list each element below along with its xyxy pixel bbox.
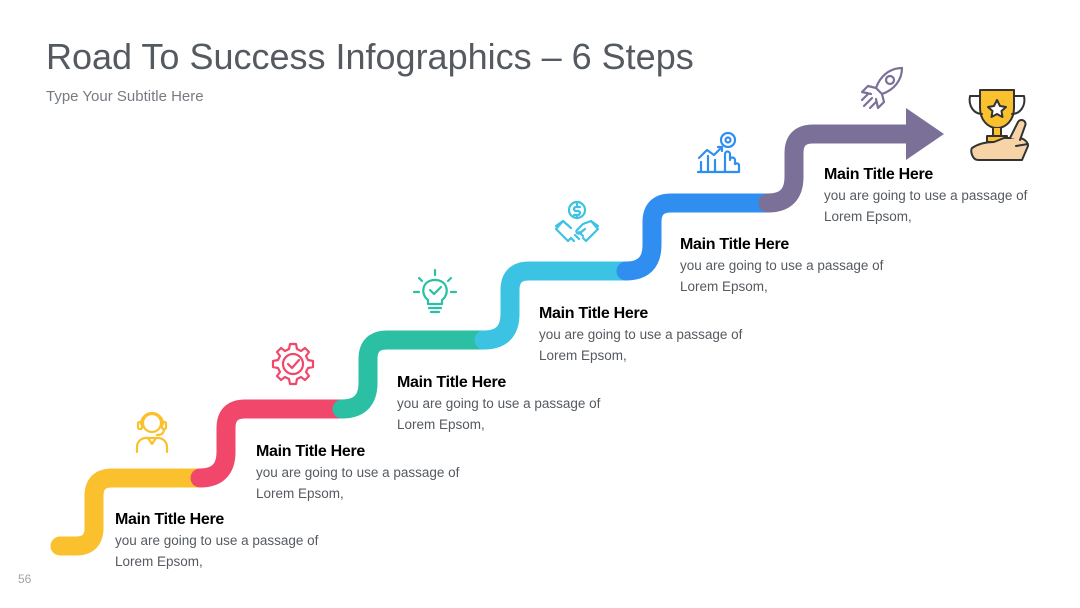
stair-segment-3 xyxy=(332,330,494,419)
step-4: Main Title Here you are going to use a p… xyxy=(539,304,779,366)
stair-segment-1 xyxy=(50,468,210,556)
stair-segment-6 xyxy=(758,124,922,213)
step-5-desc-line2: Lorem Epsom, xyxy=(680,279,768,294)
page-subtitle: Type Your Subtitle Here xyxy=(46,88,204,105)
step-4-desc-line2: Lorem Epsom, xyxy=(539,348,627,363)
lightbulb-check-icon xyxy=(411,268,459,316)
page-title: Road To Success Infographics – 6 Steps xyxy=(46,36,694,77)
step-2: Main Title Here you are going to use a p… xyxy=(256,442,496,504)
step-3-desc-line2: Lorem Epsom, xyxy=(397,417,485,432)
rocket-icon xyxy=(858,64,906,112)
step-2-desc-line2: Lorem Epsom, xyxy=(256,486,344,501)
step-3: Main Title Here you are going to use a p… xyxy=(397,373,637,435)
support-agent-icon xyxy=(128,406,176,454)
step-3-title: Main Title Here xyxy=(397,374,507,391)
step-6-desc-line1: you are going to use a passage of xyxy=(824,188,1028,203)
step-1-desc-line1: you are going to use a passage of xyxy=(115,533,319,548)
step-4-desc-line1: you are going to use a passage of xyxy=(539,327,743,342)
step-1-desc-line2: Lorem Epsom, xyxy=(115,554,203,569)
step-6: Main Title Here you are going to use a p… xyxy=(824,165,1064,227)
trophy-icon xyxy=(960,86,1034,164)
step-6-title: Main Title Here xyxy=(824,166,934,183)
arrow-head xyxy=(906,108,944,160)
gear-check-icon xyxy=(269,340,317,388)
step-1: Main Title Here you are going to use a p… xyxy=(115,510,355,572)
stair-segment-5 xyxy=(616,193,778,281)
growth-chart-hand-icon xyxy=(694,128,742,176)
stair-segment-4 xyxy=(474,261,636,350)
step-6-desc-line2: Lorem Epsom, xyxy=(824,209,912,224)
step-5-title: Main Title Here xyxy=(680,236,790,253)
step-3-desc-line1: you are going to use a passage of xyxy=(397,396,601,411)
step-4-title: Main Title Here xyxy=(539,305,649,322)
step-1-title: Main Title Here xyxy=(115,511,225,528)
handshake-dollar-icon xyxy=(553,199,601,247)
stair-segment-2 xyxy=(190,399,352,488)
step-5-desc-line1: you are going to use a passage of xyxy=(680,258,884,273)
step-2-desc-line1: you are going to use a passage of xyxy=(256,465,460,480)
step-2-title: Main Title Here xyxy=(256,443,366,460)
page-number: 56 xyxy=(18,572,32,586)
step-5: Main Title Here you are going to use a p… xyxy=(680,235,920,297)
